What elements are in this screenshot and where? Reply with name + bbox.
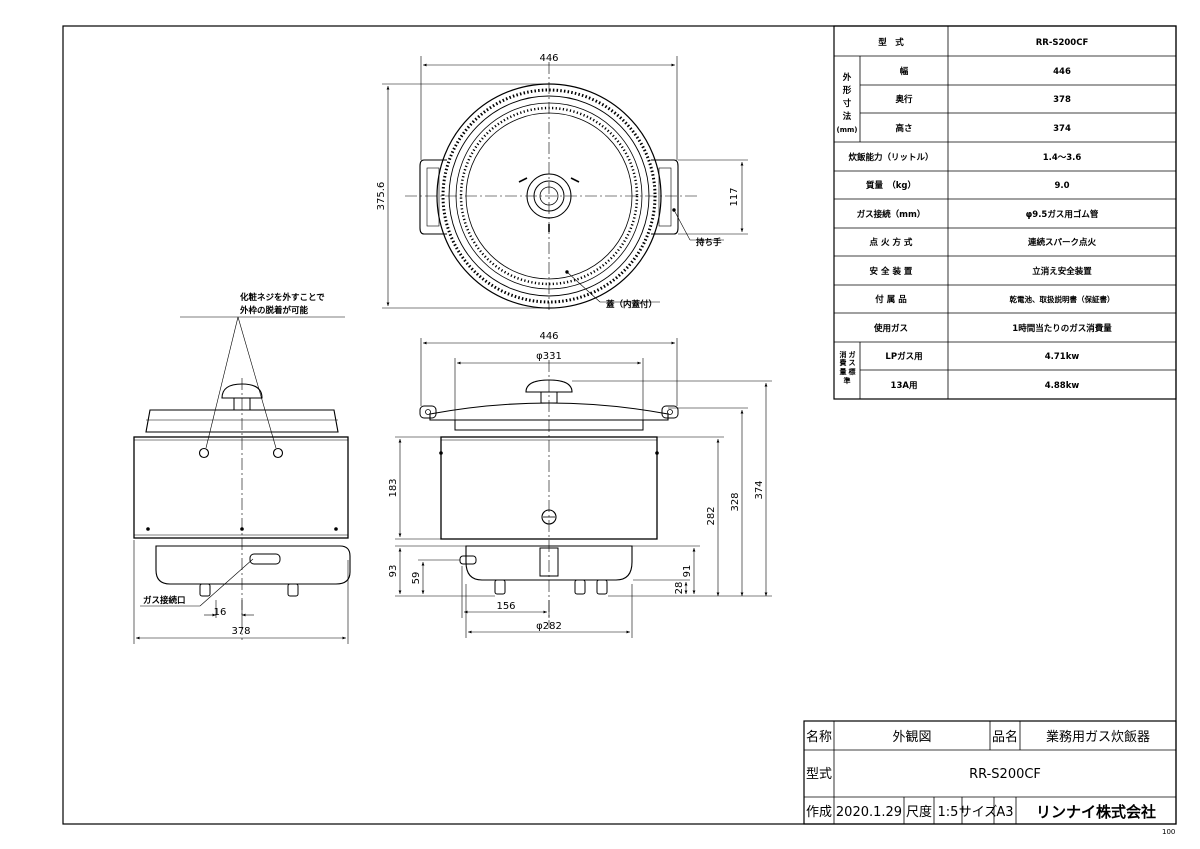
dim-total-374: 374 [754,480,765,499]
dim-offset-156: 156 [496,601,515,612]
dim-base-59: 59 [411,572,422,585]
title-block [803,720,1177,825]
drawing-border [62,25,1177,825]
label-handle: 持ち手 [696,237,722,248]
spec-row-value: φ9.5ガス用ゴム管 [1026,209,1099,220]
spec-row-label: 使用ガス [873,323,908,334]
dim-body-183: 183 [388,478,399,497]
spec-row-value: 1時間当たりのガス消費量 [1012,323,1112,334]
outer-dims-char: 法 [843,111,852,122]
tb-date-value: 2020.1.29 [836,805,902,820]
consumption-label: LPガス用 [885,351,922,362]
spec-row-label: 付 属 品 [875,294,907,305]
tb-scale-label: 尺度 [906,804,932,820]
tb-size-value: A3 [996,805,1013,820]
note-line-2: 外枠の脱着が可能 [239,305,309,316]
spec-row-label: 奥行 [894,94,913,105]
front-view [419,360,679,628]
consumption-label: 13A用 [891,381,918,391]
consumption-char: 準 [844,376,851,385]
dim-top-depth: 375.6 [376,182,387,211]
spec-header-label: 型 式 [878,37,904,48]
dim-base-93: 93 [388,565,399,578]
label-gas-inlet: ガス接続口 [143,595,186,606]
top-view-dimensions [382,56,748,309]
spec-row-value: 9.0 [1054,181,1069,191]
spec-row-value: 378 [1053,95,1071,105]
tb-name-value: 外観図 [892,730,931,745]
side-view [133,378,351,640]
dim-side-depth: 378 [231,626,250,637]
dim-front-width: 446 [539,331,558,342]
spec-row-value: 1.4〜3.6 [1043,153,1082,163]
dim-total-328: 328 [730,492,741,511]
tb-product-label: 品名 [992,729,1018,745]
spec-row-value: 立消え安全装置 [1032,266,1092,277]
front-view-dimensions [395,338,772,638]
side-view-dimensions [133,316,349,644]
tb-scale-value: 1:5 [938,805,959,820]
spec-table: 型 式 RR-S200CF 外 形 寸 法 (mm) 幅 446 奥行 378 … [833,25,1177,400]
spec-row-label: 安 全 装 置 [870,266,913,277]
tb-product-value: 業務用ガス炊飯器 [1046,729,1150,745]
dim-top-handle: 117 [729,187,740,206]
consumption-char: 消 [840,350,847,359]
top-view [405,62,697,310]
spec-row-value: 374 [1053,124,1071,134]
dim-base-28: 28 [674,582,685,595]
outer-dims-char: (mm) [837,126,858,134]
spec-row-label: 高さ [895,123,912,134]
corner-mark: 100 [1162,828,1175,836]
tb-company: リンナイ株式会社 [1036,803,1156,821]
spec-row-label: ガス接続（mm） [857,209,926,220]
consumption-value: 4.88kw [1045,381,1080,391]
spec-header-value: RR-S200CF [1036,38,1089,48]
dim-lid-diameter: φ331 [536,351,562,362]
consumption-char: 量 [840,367,847,376]
tb-size-label: サイズ [959,804,998,820]
dim-base-91: 91 [682,565,693,578]
spec-row-label: 炊飯能力（リットル） [848,152,933,163]
tb-model-value: RR-S200CF [969,767,1041,782]
dim-top-width: 446 [539,53,558,64]
consumption-char: ガ [849,350,856,359]
spec-row-label: 質量 （kg） [866,180,916,191]
tb-name-label: 名称 [806,729,832,745]
spec-row-label: 幅 [900,66,909,77]
label-lid: 蓋（内蓋付） [606,299,657,310]
outer-dims-char: 形 [843,85,852,96]
outer-dims-char: 外 [842,72,852,83]
spec-row-value: 446 [1053,67,1071,77]
tb-made-label: 作成 [806,805,832,820]
consumption-char: 費 [840,358,847,367]
dim-total-282: 282 [706,506,717,525]
consumption-value: 4.71kw [1045,352,1080,362]
spec-row-value: 乾電池、取扱説明書（保証書） [1010,294,1115,304]
consumption-char: 標 [849,367,856,376]
outer-dims-char: 寸 [843,98,852,109]
tb-model-label: 型式 [806,767,832,782]
spec-row-value: 連続スパーク点火 [1028,237,1097,248]
dim-base-diameter: φ282 [536,621,562,632]
note-line-1: 化粧ネジを外すことで [240,292,325,303]
dim-side-16: 16 [214,607,227,618]
spec-row-label: 点 火 方 式 [870,237,913,248]
consumption-char: ス [849,359,856,367]
